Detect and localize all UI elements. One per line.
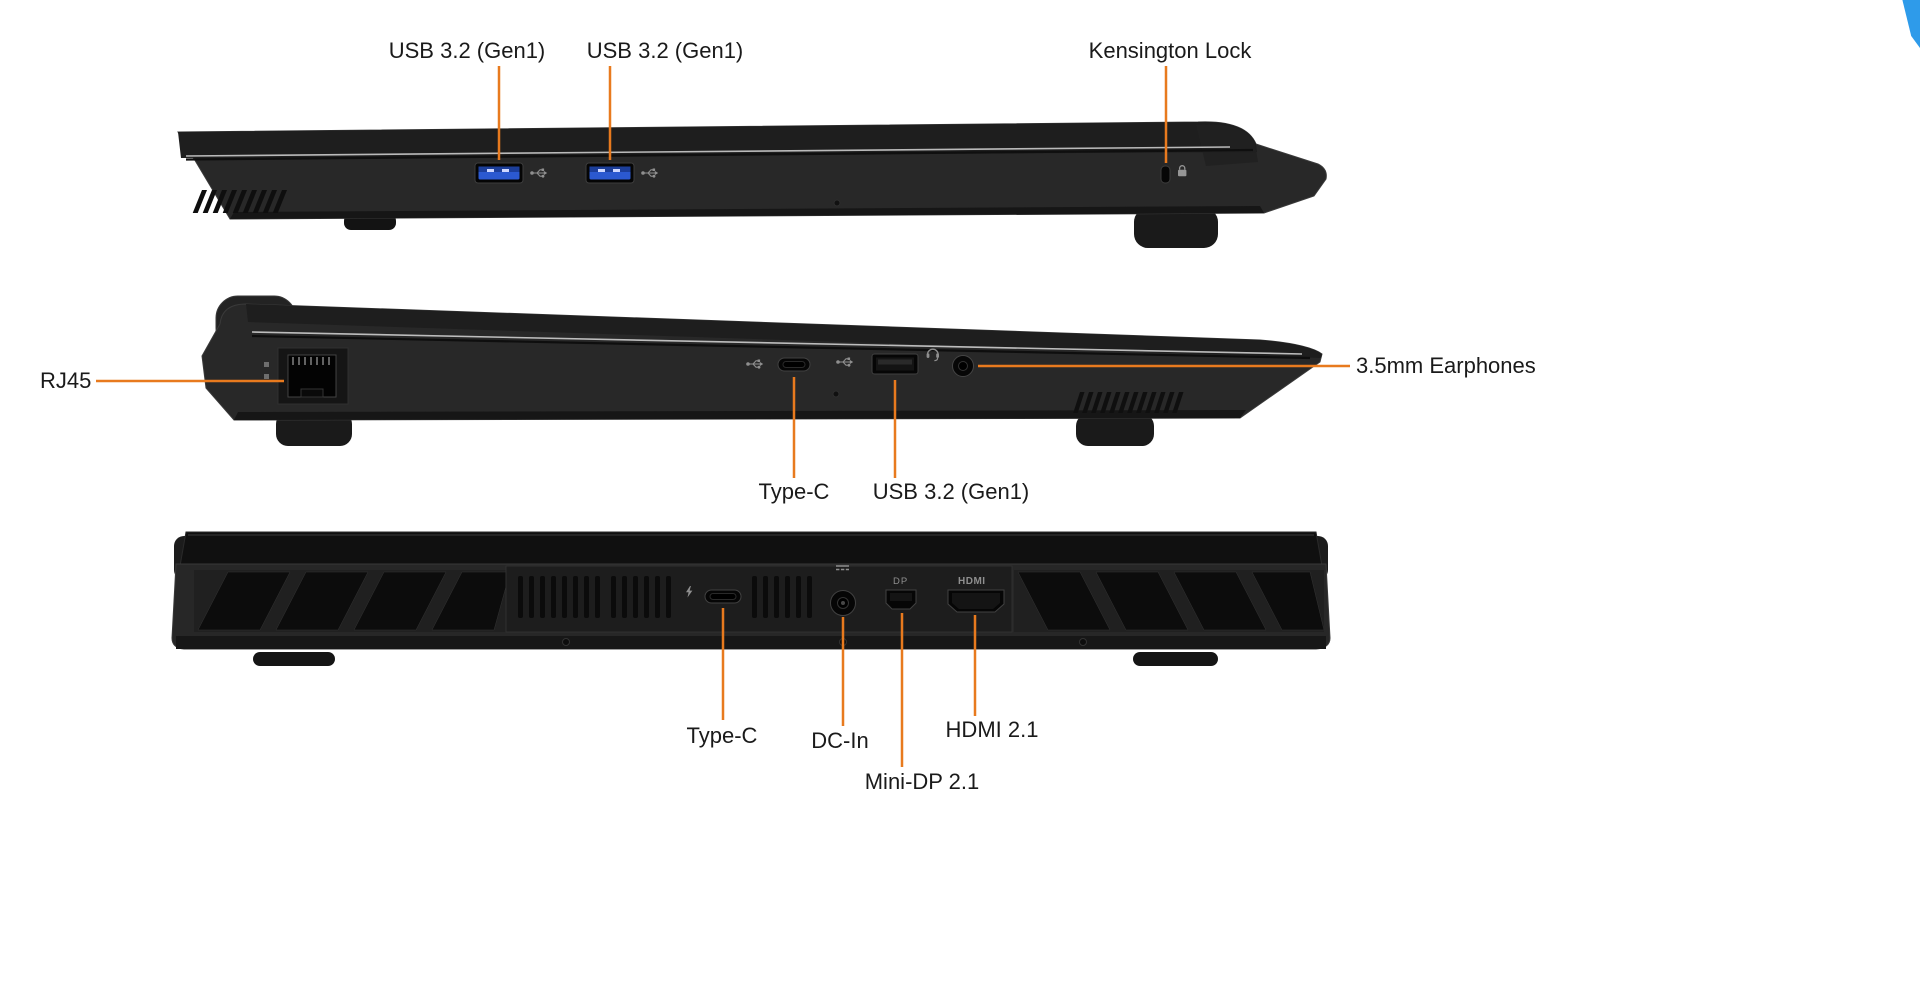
- lid-seam-highlight: [251, 331, 1303, 355]
- rear-port-panel: [505, 565, 1013, 633]
- lid-edge: [178, 121, 1257, 158]
- side-vents: [192, 190, 287, 213]
- hinge-cap: [1196, 124, 1258, 166]
- side-vents: [1073, 392, 1184, 413]
- callout-label-minidp: Mini-DP 2.1: [864, 768, 980, 794]
- brand-corner-accent: [1902, 0, 1920, 48]
- audio-jack: [952, 355, 974, 377]
- callout-label-kensington: Kensington Lock: [1088, 37, 1252, 63]
- callout-label-usb2-top: USB 3.2 (Gen1): [586, 37, 744, 63]
- screw-dot: [1079, 638, 1087, 646]
- callout-label-earphones: 3.5mm Earphones: [1356, 352, 1536, 378]
- rear-view-illustration: DP HDMI: [171, 531, 1331, 666]
- lid-seam-shadow: [251, 334, 1311, 360]
- rj45-port: [277, 347, 349, 405]
- callout-label-rj45: RJ45: [40, 367, 92, 393]
- lid-seam-shadow: [185, 148, 1254, 161]
- screw-dot: [833, 199, 841, 207]
- callout-label-hdmi: HDMI 2.1: [945, 716, 1039, 742]
- left-vent: [194, 570, 511, 632]
- usb-c-port: [704, 589, 742, 604]
- lid-strip: [179, 531, 1323, 567]
- lid-edge: [246, 304, 1322, 358]
- bottom-shade: [234, 410, 1246, 420]
- callout-label-usb1-top: USB 3.2 (Gen1): [388, 37, 546, 63]
- screw-dot: [839, 638, 847, 646]
- hinge-foot: [1134, 208, 1218, 248]
- mini-dp-port: [885, 589, 917, 610]
- rubber-foot: [1076, 414, 1154, 446]
- usb-a-3.2-gen1-port-2: [585, 162, 635, 184]
- right-side-view-illustration: [177, 121, 1327, 248]
- callout-label-dcin: DC-In: [811, 727, 869, 753]
- right-vent: [1014, 570, 1325, 632]
- callout-label-typec-rear: Type-C: [686, 722, 758, 748]
- rear-vent-slits: [518, 576, 812, 618]
- dp-marking: DP: [893, 576, 908, 587]
- screw-dot: [562, 638, 570, 646]
- callout-label-typec-mid: Type-C: [758, 478, 830, 504]
- rubber-foot: [1133, 652, 1218, 666]
- hdmi-marking: HDMI: [958, 576, 986, 587]
- lan-led-icon: [264, 362, 269, 367]
- usb-c-port: [777, 357, 811, 372]
- dc-in-jack: [830, 590, 856, 616]
- screw-dot: [832, 390, 840, 398]
- kensington-lock-slot: [1160, 165, 1171, 184]
- left-side-view-illustration: [201, 295, 1323, 446]
- bottom-shade: [230, 206, 1264, 219]
- lid-seam-highlight: [185, 146, 1231, 157]
- lan-led-icon: [264, 374, 269, 379]
- usb-a-3.2-gen1-port-1: [474, 162, 524, 184]
- usb-a-port: [871, 353, 919, 375]
- rubber-foot: [253, 652, 335, 666]
- hdmi-port: [947, 589, 1005, 613]
- bottom-strip: [176, 636, 1326, 649]
- callout-label-usb-mid: USB 3.2 (Gen1): [872, 478, 1030, 504]
- rubber-foot: [276, 412, 352, 446]
